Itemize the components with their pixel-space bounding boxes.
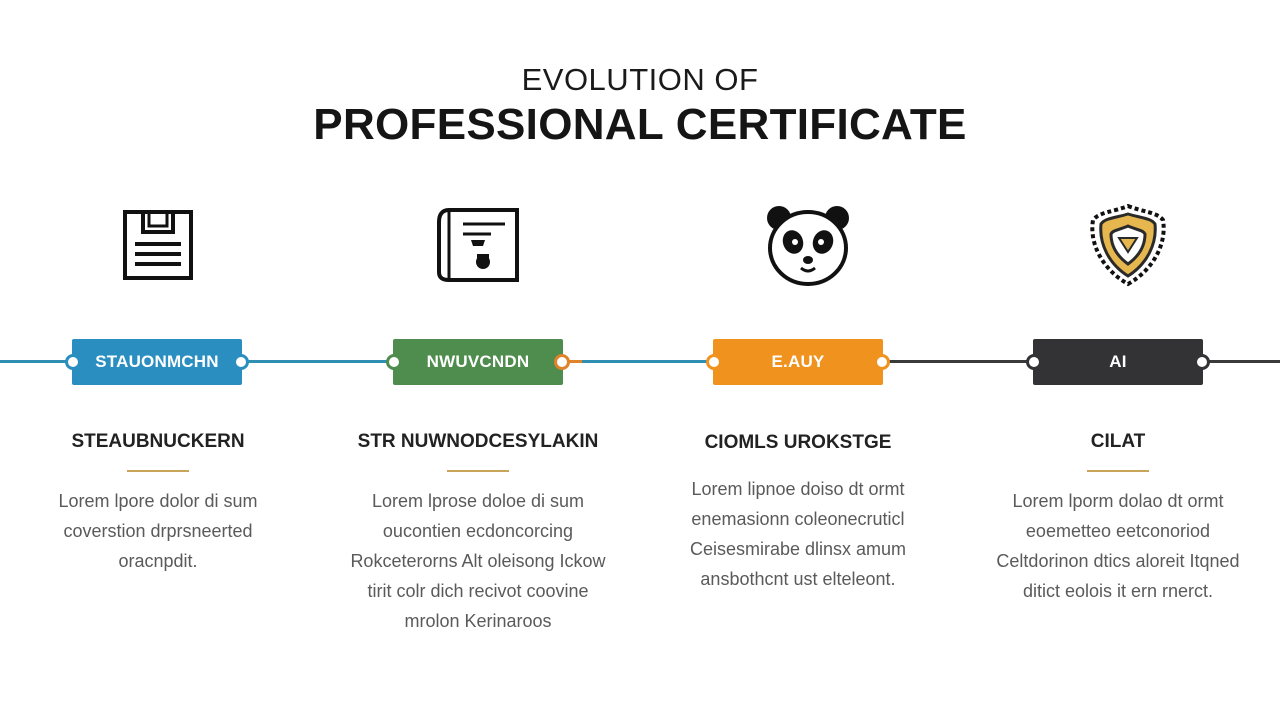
stage-column-1: STEAUBNUCKERN Lorem lpore dolor di sum c… [28, 428, 288, 576]
title-underline [1087, 470, 1149, 472]
tag-connector [1026, 354, 1042, 370]
title-line-1: EVOLUTION OF [521, 62, 759, 97]
stage-description: Lorem lipnoe doiso dt ormt enemasionn co… [689, 479, 907, 589]
tag-connector [554, 354, 570, 370]
panda-icon [763, 200, 853, 290]
title-underline [447, 470, 509, 472]
timeline-segment [240, 360, 400, 363]
tag-connector [65, 354, 81, 370]
timeline-segment [562, 360, 720, 363]
stage-description: Lorem lpore dolor di sum coverstion drpr… [58, 491, 258, 571]
tag-connector [706, 354, 722, 370]
stage-title: STEAUBNUCKERN [71, 431, 245, 452]
stage-tag-label: E.AUY [771, 352, 825, 371]
title-underline [127, 470, 189, 472]
stage-tag-label: STAUONMCHN [95, 352, 219, 371]
timeline-line [0, 360, 1280, 363]
tag-connector [233, 354, 249, 370]
stage-tag-label: AI [1109, 352, 1127, 371]
stage-title: CIOMLS UROKSTGE [704, 432, 892, 453]
stage-tag-label: NWUVCNDN [426, 352, 530, 371]
document-icon [113, 200, 203, 290]
stage-tag-4: AI [1026, 339, 1210, 385]
timeline-segment [1202, 360, 1280, 363]
stage-column-3: CIOMLS UROKSTGE Lorem lipnoe doiso dt or… [668, 428, 928, 594]
stage-column-4: CILAT Lorem lporm dolao dt ormt eoemette… [988, 428, 1248, 606]
title-line-2: PROFESSIONAL CERTIFICATE [313, 100, 967, 149]
stage-tag-2: NWUVCNDN [386, 339, 570, 385]
stage-title: STR NUWNODCESYLAKIN [357, 431, 599, 452]
certificate-icon [433, 200, 523, 290]
stage-tag-1: STAUONMCHN [65, 339, 249, 385]
stage-title: CILAT [1090, 431, 1146, 452]
tag-connector [386, 354, 402, 370]
stage-description: Lorem lporm dolao dt ormt eoemetteo eetc… [996, 491, 1240, 601]
timeline-segment [883, 360, 1040, 363]
shield-icon [1083, 200, 1173, 290]
stage-description: Lorem lprose doloe di sum oucontien ecdo… [350, 491, 606, 631]
tag-connector [1194, 354, 1210, 370]
stage-column-2: STR NUWNODCESYLAKIN Lorem lprose doloe d… [348, 428, 608, 636]
tag-connector [874, 354, 890, 370]
timeline-segment [0, 360, 80, 363]
stage-tag-3: E.AUY [706, 339, 890, 385]
title-underline [767, 462, 829, 464]
